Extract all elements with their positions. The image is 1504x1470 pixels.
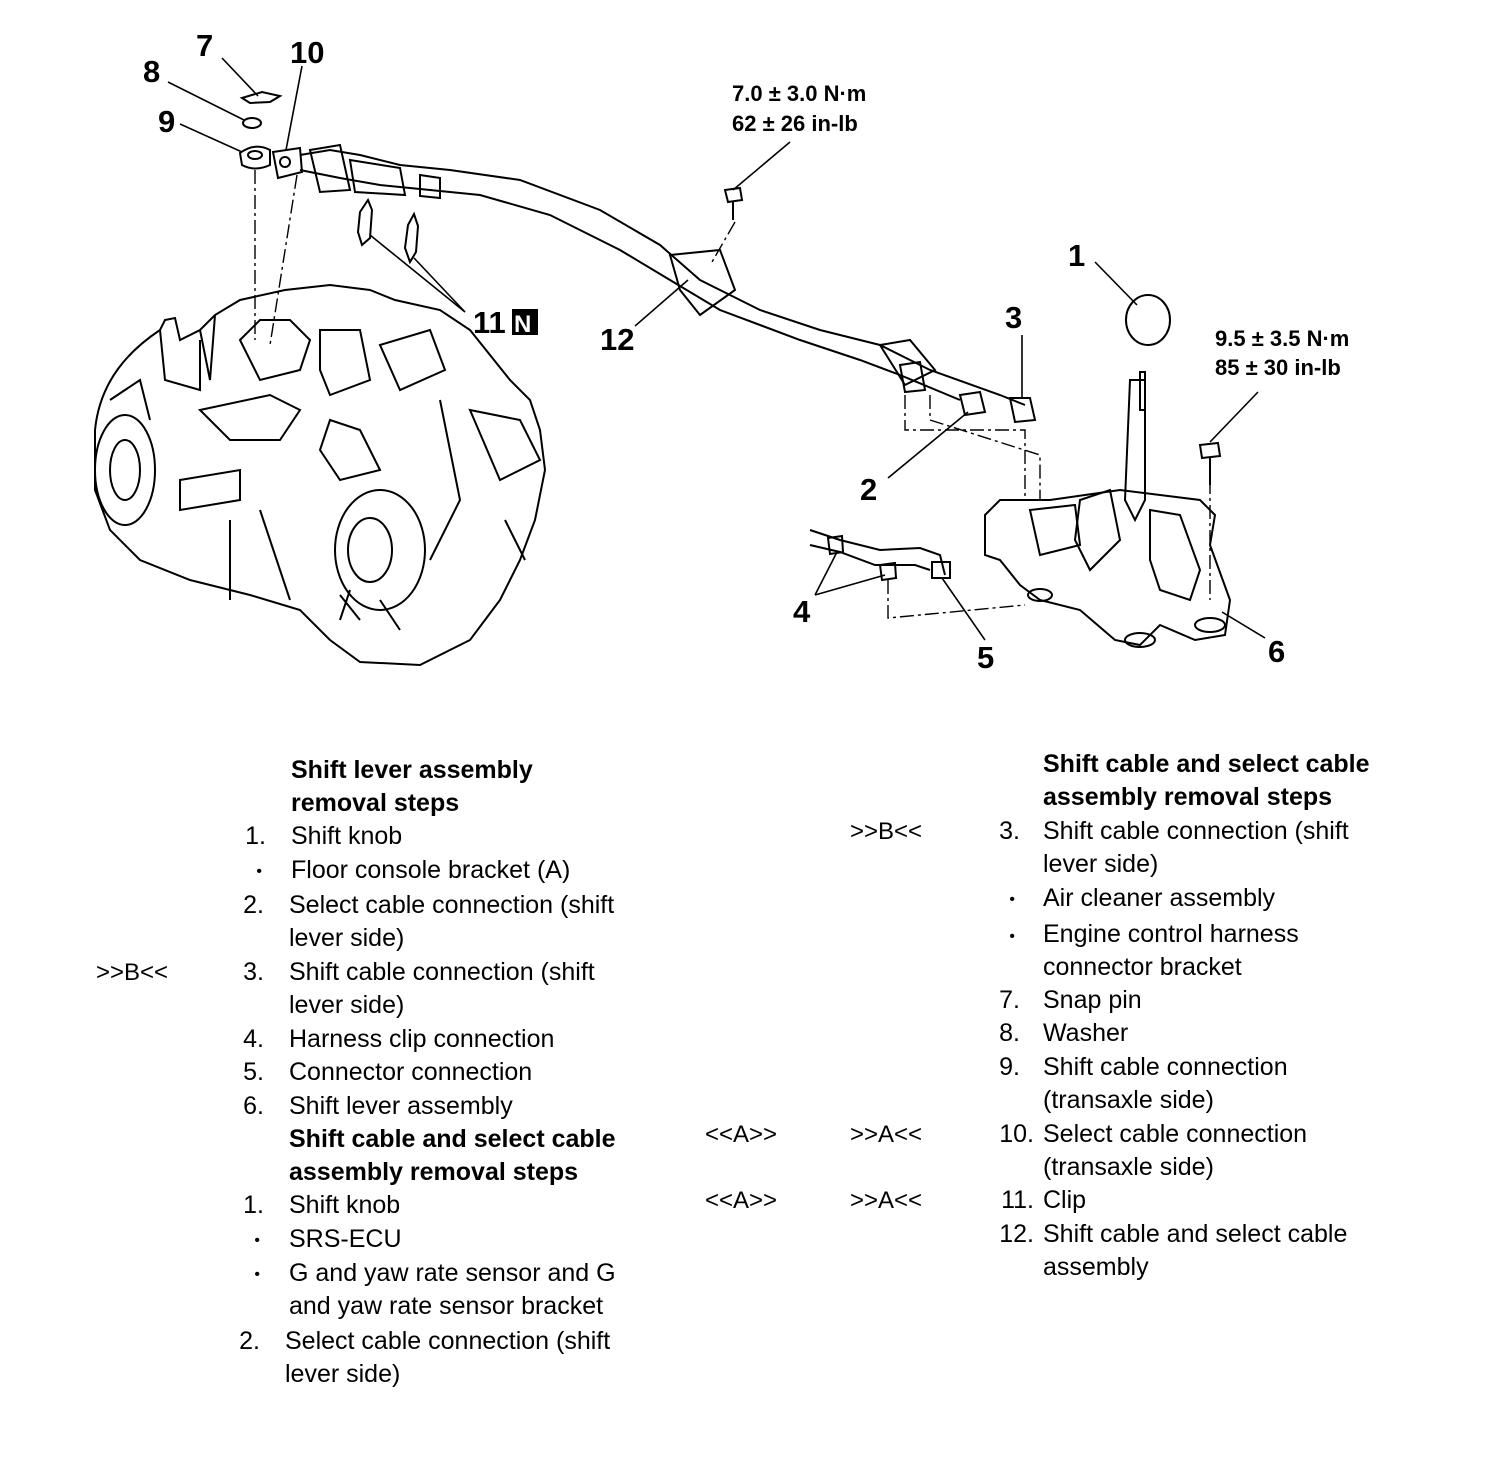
torque-spec-cable-bolt-imperial: 62 ± 26 in-lb <box>732 111 858 136</box>
leader-lines <box>167 57 1266 641</box>
torque-spec-lever-bolt-imperial: 85 ± 30 in-lb <box>1215 355 1341 380</box>
transaxle-illustration <box>94 283 547 667</box>
step-text: Select cable connection (shift <box>285 1327 611 1355</box>
step-text: Clip <box>1043 1186 1087 1214</box>
step-text: Shift cable connection <box>1043 1053 1288 1081</box>
right-heading-line-2: assembly removal steps <box>1043 783 1333 811</box>
step-text: Harness clip connection <box>289 1025 555 1053</box>
step-number: 4. <box>243 1025 264 1053</box>
step-text: Shift lever assembly <box>289 1092 513 1120</box>
installation-ref: >>A<< <box>850 1121 923 1148</box>
left-heading-2-line-1: Shift cable and select cable <box>289 1125 616 1153</box>
installation-ref: >>B<< <box>96 959 169 986</box>
step-bullet: • <box>256 863 262 880</box>
callout-8: 8 <box>143 54 160 89</box>
harness-illustration <box>809 529 951 582</box>
step-number: 6. <box>243 1092 264 1120</box>
callout-1: 1 <box>1068 238 1085 273</box>
step-text: Washer <box>1043 1019 1129 1047</box>
step-number: 2. <box>239 1327 260 1355</box>
step-number: 1. <box>243 1191 264 1219</box>
step-number: 5. <box>243 1058 264 1086</box>
step-text: Shift cable and select cable <box>1043 1220 1348 1248</box>
callout-12: 12 <box>600 322 634 357</box>
step-text: lever side) <box>1043 850 1159 878</box>
callout-3: 3 <box>1005 300 1022 335</box>
step-number: 2. <box>243 891 264 919</box>
step-text: lever side) <box>289 924 405 952</box>
step-bullet: • <box>254 1232 260 1249</box>
shift-knob-illustration <box>1125 294 1171 346</box>
step-number: 3. <box>243 958 264 986</box>
step-number: 1. <box>245 822 266 850</box>
shift-select-cable <box>299 143 1037 424</box>
callout-10: 10 <box>290 35 324 70</box>
step-text: Engine control harness <box>1043 920 1299 948</box>
step-text: (transaxle side) <box>1043 1153 1214 1181</box>
callout-9: 9 <box>158 104 175 139</box>
step-text: and yaw rate sensor bracket <box>289 1292 604 1320</box>
step-number: 12. <box>999 1220 1034 1248</box>
step-number: 10. <box>999 1120 1034 1148</box>
left-heading-1-line-1: Shift lever assembly <box>291 756 533 784</box>
step-text: Shift cable connection (shift <box>289 958 595 986</box>
callout-4: 4 <box>793 594 811 629</box>
step-text: Select cable connection <box>1043 1120 1308 1148</box>
step-bullet: • <box>254 1266 260 1283</box>
alignment-lines <box>254 170 1211 619</box>
step-number: 8. <box>999 1019 1020 1047</box>
exploded-view-diagram: 7 10 8 9 11 N 12 1 3 2 4 5 6 7.0 ± 3.0 N… <box>94 28 1376 720</box>
step-bullet: • <box>1009 928 1015 945</box>
step-bullet: • <box>1009 891 1015 908</box>
step-text: assembly <box>1043 1253 1149 1281</box>
removal-ref: <<A>> <box>705 1121 778 1148</box>
callout-11-badge-box <box>512 309 538 335</box>
step-text: Snap pin <box>1043 986 1142 1014</box>
callout-5: 5 <box>977 640 994 675</box>
callout-11: 11 <box>473 305 506 340</box>
figure-id: AC705547AC <box>1270 719 1376 720</box>
clip-parts <box>356 197 420 265</box>
step-text: SRS-ECU <box>289 1225 402 1253</box>
callout-6: 6 <box>1268 634 1285 669</box>
callout-2: 2 <box>860 472 877 507</box>
callout-7: 7 <box>196 28 213 63</box>
step-number: 7. <box>999 986 1020 1014</box>
torque-spec-lever-bolt-metric: 9.5 ± 3.5 N·m <box>1215 326 1349 351</box>
left-heading-1-line-2: removal steps <box>291 789 460 817</box>
snap-pin-washer-parts <box>238 90 304 180</box>
step-number: 11. <box>1001 1186 1034 1214</box>
callout-11-badge: N <box>514 311 531 338</box>
step-text: connector bracket <box>1043 953 1242 981</box>
shift-lever-assembly <box>984 371 1232 648</box>
step-text: Connector connection <box>289 1058 533 1086</box>
installation-ref: >>A<< <box>850 1187 923 1214</box>
step-text: (transaxle side) <box>1043 1086 1214 1114</box>
step-number: 3. <box>999 817 1020 845</box>
step-number: 9. <box>999 1053 1020 1081</box>
step-text: lever side) <box>285 1360 401 1388</box>
installation-ref: >>B<< <box>850 818 923 845</box>
step-text: G and yaw rate sensor and G <box>289 1259 616 1287</box>
step-text: Shift knob <box>289 1191 401 1219</box>
step-text: Shift knob <box>291 822 403 850</box>
step-text: lever side) <box>289 991 405 1019</box>
removal-ref: <<A>> <box>705 1187 778 1214</box>
step-text: Shift cable connection (shift <box>1043 817 1349 845</box>
step-text: Floor console bracket (A) <box>291 856 571 884</box>
step-text: Air cleaner assembly <box>1043 884 1276 912</box>
step-text: Select cable connection (shift <box>289 891 615 919</box>
torque-spec-cable-bolt-metric: 7.0 ± 3.0 N·m <box>732 81 866 106</box>
left-heading-2-line-2: assembly removal steps <box>289 1158 579 1186</box>
right-heading-line-1: Shift cable and select cable <box>1043 750 1370 778</box>
